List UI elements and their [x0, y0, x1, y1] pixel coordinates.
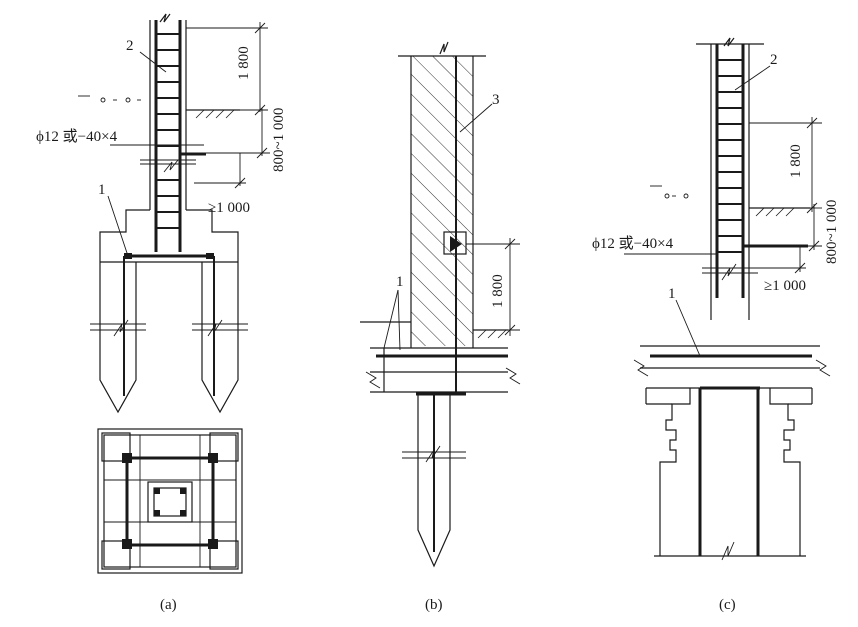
panel-a-bar-spec: ϕ12 或−40×4 [36, 128, 118, 145]
panel-a: 1 800 800~1 000 ≥1 000 ϕ12 或−40×4 2 1 [36, 13, 287, 613]
panel-a-callout-pile: 1 [98, 182, 106, 198]
panel-c: 1 800 800~1 000 ≥1 000 ϕ12 或−40×4 2 1 [592, 37, 840, 613]
panel-b-dimension: 1 800 [466, 238, 520, 336]
panel-b-beam [360, 321, 521, 396]
panel-a-plan-view [97, 428, 243, 574]
panel-c-bar-spec: ϕ12 或−40×4 [592, 235, 674, 252]
panel-a-callouts: 2 1 [98, 38, 167, 257]
panel-a-dim-upper: 1 800 [236, 46, 252, 80]
panel-a-ground [78, 95, 240, 119]
panel-a-caption: (a) [160, 597, 177, 613]
panel-a-dim-side: 800~1 000 [271, 108, 287, 172]
panel-a-bar: ϕ12 或−40×4 [36, 128, 206, 156]
panel-c-callout-steel: 2 [770, 52, 778, 68]
panel-c-ladder [717, 59, 743, 253]
panel-c-callouts: 2 1 [668, 52, 778, 357]
panel-a-piles [90, 256, 248, 414]
panel-b-pile [402, 394, 466, 568]
panel-b-wall [398, 41, 486, 392]
panel-c-column [696, 37, 764, 320]
panel-c-pile-cap [645, 388, 813, 561]
panel-b-caption: (b) [425, 597, 443, 613]
panel-c-beam [633, 345, 831, 390]
panel-c-bar: ϕ12 或−40×4 [592, 235, 808, 255]
panel-c-callout-pile: 1 [668, 286, 676, 302]
panel-b-ground [473, 329, 508, 339]
panel-c-dimensions: 1 800 800~1 000 ≥1 000 [749, 117, 840, 294]
panel-b-clamp [443, 231, 467, 255]
panel-b-callout-wall: 3 [492, 92, 500, 108]
panel-a-column [140, 13, 196, 252]
panel-b-dim-height: 1 800 [490, 274, 506, 308]
panel-a-pile-cap [99, 209, 239, 263]
panel-c-dim-upper: 1 800 [788, 144, 804, 178]
panel-c-ground [650, 185, 810, 217]
panel-c-dim-side: 800~1 000 [824, 200, 840, 264]
panel-c-dim-depth: ≥1 000 [764, 278, 806, 294]
panel-a-dimensions: 1 800 800~1 000 ≥1 000 [186, 22, 287, 216]
panel-b-callout-pile: 1 [396, 274, 404, 290]
panel-b-callouts: 3 1 [383, 92, 500, 351]
panel-a-callout-steel: 2 [126, 38, 134, 54]
panel-c-caption: (c) [719, 597, 736, 613]
panel-a-dim-depth: ≥1 000 [208, 200, 250, 216]
panel-b: 1 800 3 1 [360, 41, 521, 613]
panel-a-ladder [156, 33, 180, 229]
